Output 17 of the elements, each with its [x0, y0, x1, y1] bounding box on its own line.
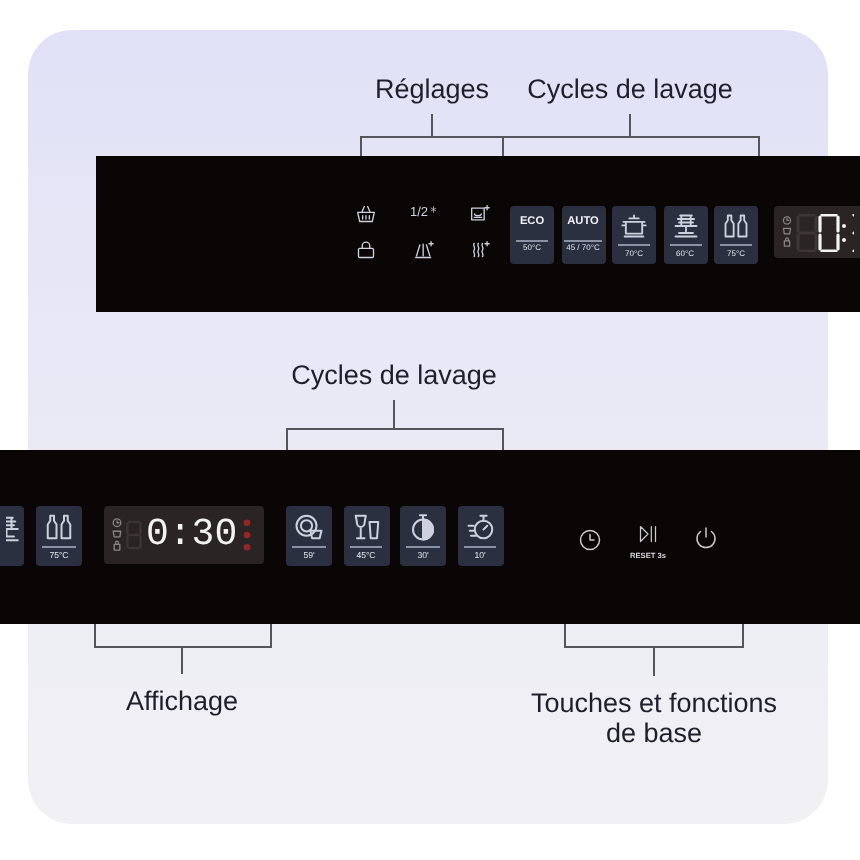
program-tile	[510, 206, 554, 264]
display-screen	[104, 506, 264, 564]
callout-label: Réglages	[374, 74, 490, 104]
program-tile	[286, 506, 332, 566]
program-tile	[400, 506, 446, 566]
program-tile	[663, 206, 707, 264]
callout-label: Cycles de lavage	[291, 360, 497, 390]
program-tile	[714, 206, 758, 264]
program-tile	[561, 206, 605, 264]
time-readout: 0:30	[146, 516, 238, 554]
program-tile	[612, 206, 656, 264]
program-tile	[36, 506, 82, 566]
callout-label: Touches et fonctions de base	[528, 688, 780, 748]
callout-label: Affichage	[125, 686, 239, 716]
program-tile	[343, 506, 389, 566]
program-tile	[457, 506, 503, 566]
callout-label: Cycles de lavage	[527, 74, 733, 104]
